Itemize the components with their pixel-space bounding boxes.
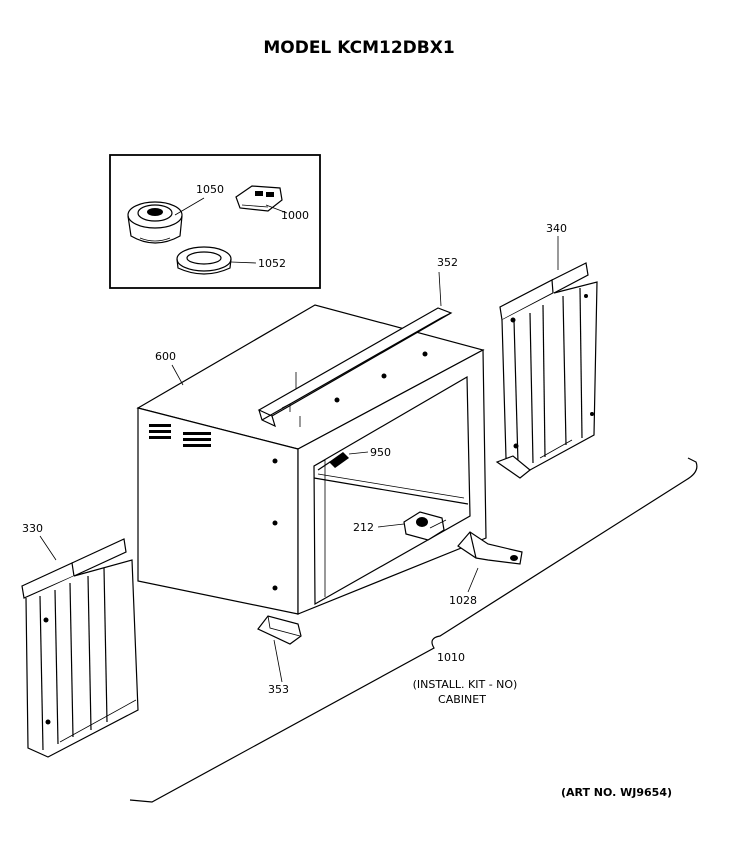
label-212: 212 (353, 521, 374, 534)
part-340-side-panel-right (495, 262, 598, 479)
label-1050: 1050 (196, 183, 224, 196)
label-600: 600 (155, 350, 176, 363)
label-950: 950 (370, 446, 391, 459)
cabinet-louvres (149, 424, 211, 447)
part-352-top-rail (257, 307, 453, 428)
label-352: 352 (437, 256, 458, 269)
part-330-side-panel-left (21, 538, 139, 758)
inset-parts-box: 1050 1000 1052 (109, 154, 321, 289)
part-1050-knob (127, 201, 183, 244)
label-353: 353 (268, 683, 289, 696)
part-1000-bracket (235, 185, 283, 212)
label-1010: 1010 (437, 651, 465, 664)
install-kit-outline (129, 457, 698, 803)
kit-description-line1: (INSTALL. KIT - NO) (413, 678, 518, 691)
diagram-title: MODEL KCM12DBX1 (263, 38, 454, 58)
label-1052: 1052 (258, 257, 286, 270)
label-340: 340 (546, 222, 567, 235)
label-1028: 1028 (449, 594, 477, 607)
art-number: (ART NO. WJ9654) (561, 786, 672, 799)
part-212-clip (403, 511, 447, 541)
part-950-screw (317, 452, 349, 471)
label-330: 330 (22, 522, 43, 535)
part-1028-support (457, 531, 523, 565)
part-600-cabinet (136, 304, 487, 615)
kit-description-line2: CABINET (438, 693, 486, 706)
part-1052-ring (176, 246, 232, 275)
part-353-bottom-rail (257, 615, 302, 645)
label-1000: 1000 (281, 209, 309, 222)
